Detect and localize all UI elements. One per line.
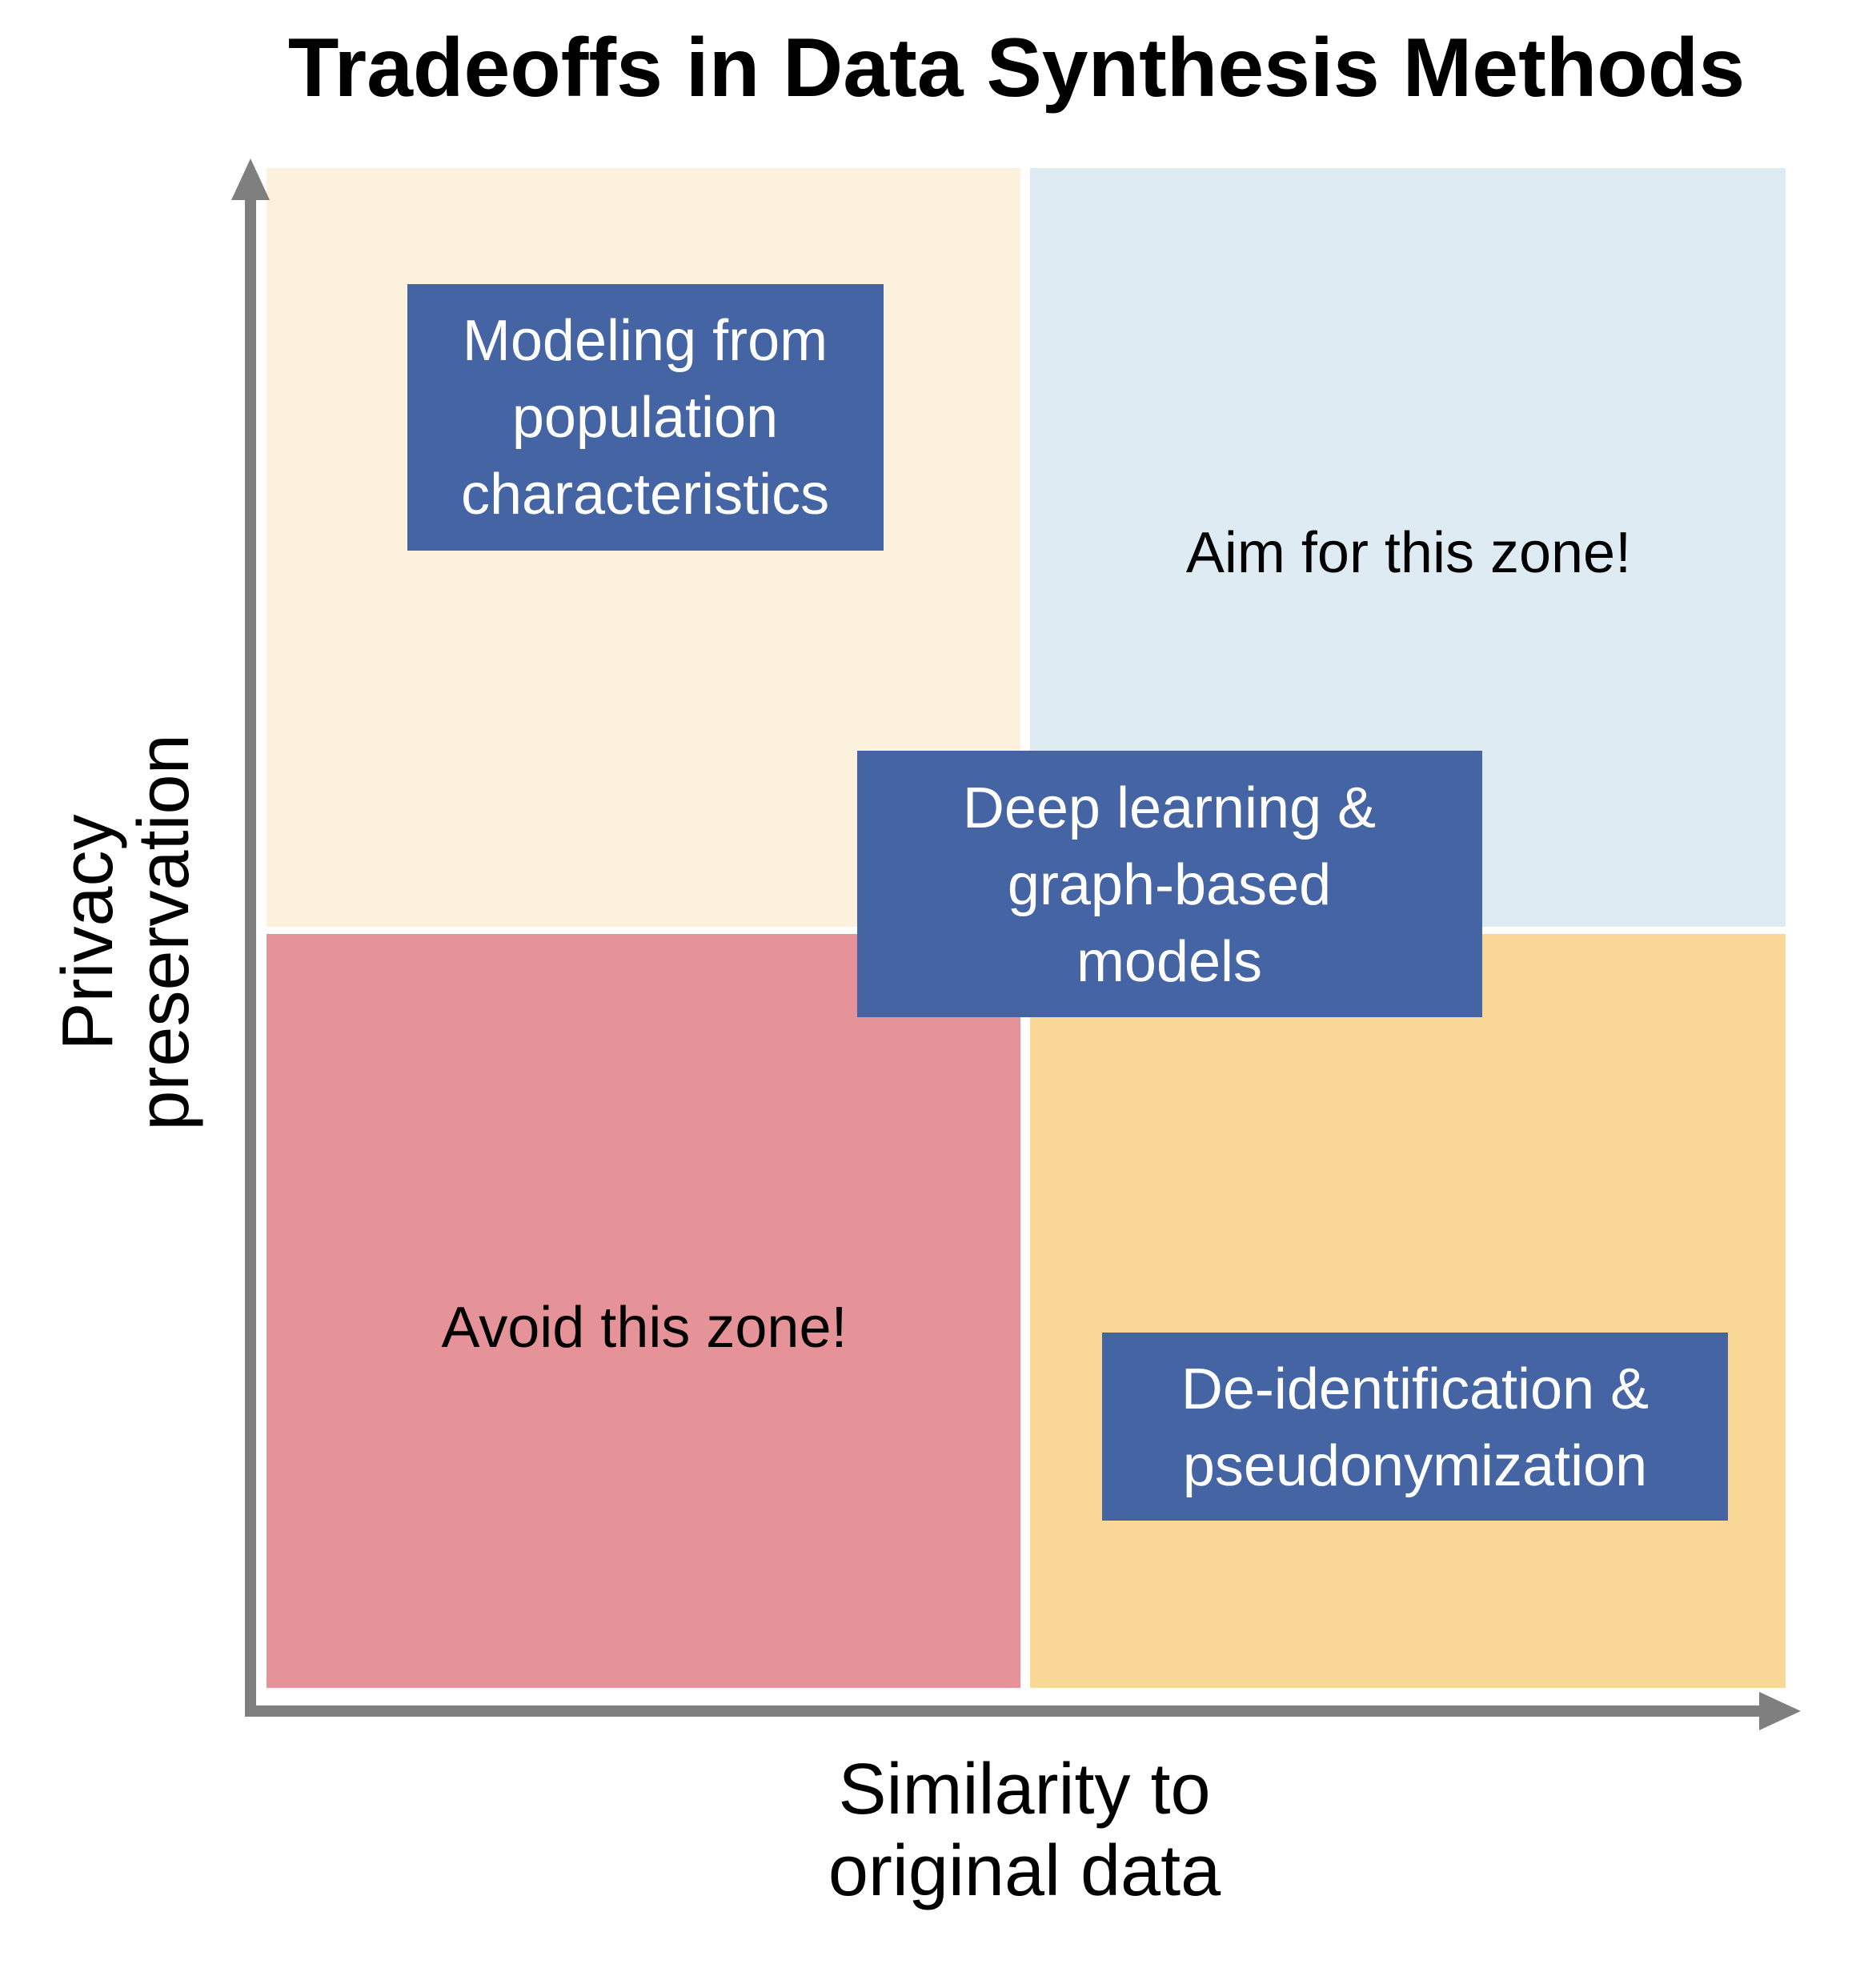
zone-label-aim: Aim for this zone! (1186, 521, 1631, 585)
method-box-population-modeling: Modeling from population characteristics (407, 284, 884, 551)
quadrant-bottom-left (267, 934, 1020, 1688)
svg-text:original data: original data (828, 1831, 1221, 1911)
method-box-deep-learning: Deep learning & graph-based models (857, 751, 1482, 1017)
x-axis-label: Similarity to original data (828, 1750, 1221, 1911)
svg-text:Modeling from: Modeling from (463, 309, 828, 373)
svg-text:graph-based: graph-based (1008, 853, 1331, 917)
svg-text:De-identification &: De-identification & (1181, 1357, 1649, 1421)
svg-text:Deep learning &: Deep learning & (963, 776, 1376, 840)
svg-text:Privacy: Privacy (48, 814, 128, 1050)
x-axis-arrowhead (1759, 1692, 1801, 1730)
method-box-deidentification: De-identification & pseudonymization (1102, 1333, 1728, 1521)
svg-text:population: population (512, 386, 778, 450)
svg-text:preservation: preservation (124, 734, 204, 1130)
quadrant-bottom-right (1030, 934, 1786, 1688)
svg-text:models: models (1076, 930, 1262, 994)
zone-label-avoid: Avoid this zone! (442, 1296, 848, 1360)
x-axis (245, 1692, 1801, 1730)
y-axis-arrowhead (231, 158, 270, 200)
svg-text:characteristics: characteristics (461, 463, 829, 527)
svg-text:pseudonymization: pseudonymization (1183, 1434, 1647, 1498)
svg-text:Similarity to: Similarity to (838, 1750, 1210, 1830)
diagram-title: Tradeoffs in Data Synthesis Methods (288, 22, 1745, 114)
y-axis-label: Privacy preservation (48, 734, 204, 1130)
y-axis (231, 158, 270, 1711)
